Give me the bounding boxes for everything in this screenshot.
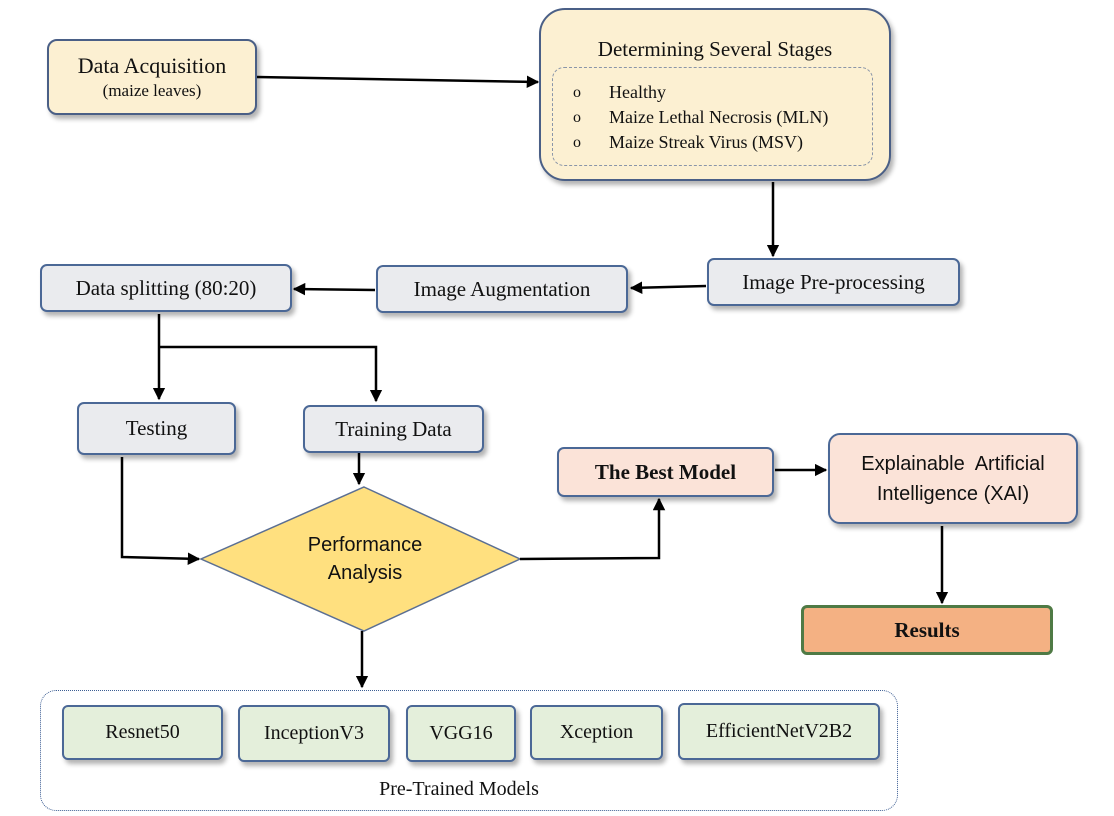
data-acquisition-title: Data Acquisition (77, 53, 227, 78)
performance-label: Performance Analysis (280, 531, 450, 587)
model-label: VGG16 (429, 722, 493, 744)
stages-title: Determining Several Stages (597, 37, 833, 61)
model-vgg16: VGG16 (406, 705, 516, 762)
testing-box: Testing (77, 402, 236, 455)
arrow-testing-to-performance (120, 457, 201, 565)
model-label: EfficientNetV2B2 (705, 720, 853, 742)
augmentation-label: Image Augmentation (413, 276, 591, 301)
arrow-augmentation-to-splitting (292, 282, 376, 296)
stage-item-mln: o Maize Lethal Necrosis (MLN) (573, 105, 872, 130)
performance-line-2: Analysis (327, 562, 403, 584)
xai-box: Explainable Artificial Intelligence (XAI… (828, 433, 1078, 524)
splitting-box: Data splitting (80:20) (40, 264, 292, 312)
data-acquisition-box: Data Acquisition (maize leaves) (47, 39, 257, 115)
performance-line-1: Performance (307, 534, 423, 556)
bullet-marker: o (573, 84, 581, 101)
stage-label: Maize Lethal Necrosis (MLN) (609, 107, 829, 127)
results-label: Results (894, 617, 960, 642)
xai-line-1: Explainable Artificial (861, 452, 1045, 475)
pretrained-models-group (40, 690, 898, 811)
pretrained-models-label: Pre-Trained Models (379, 778, 539, 800)
best-model-box: The Best Model (557, 447, 774, 497)
preprocessing-label: Image Pre-processing (742, 269, 925, 294)
performance-diamond (199, 486, 522, 632)
model-efficientnetv2b2: EfficientNetV2B2 (678, 703, 880, 760)
bullet-marker: o (573, 109, 581, 126)
best-model-label: The Best Model (594, 459, 737, 484)
xai-line-2: Intelligence (XAI) (876, 482, 1030, 505)
stage-item-healthy: o Healthy (573, 80, 872, 105)
arrow-acquisition-to-stages (256, 75, 540, 89)
data-acquisition-subtitle: (maize leaves) (102, 81, 202, 100)
arrow-performance-to-best-model (519, 497, 666, 561)
model-label: InceptionV3 (264, 722, 364, 744)
model-label: Xception (559, 721, 634, 743)
training-label: Training Data (335, 416, 452, 441)
arrow-preprocessing-to-augmentation (629, 281, 707, 294)
model-resnet50: Resnet50 (62, 705, 223, 760)
model-inceptionv3: InceptionV3 (238, 705, 390, 762)
model-label: Resnet50 (105, 721, 180, 743)
stage-label: Healthy (609, 82, 666, 102)
results-box: Results (801, 605, 1053, 655)
stages-box: Determining Several Stages (539, 8, 891, 181)
splitting-label: Data splitting (80:20) (75, 275, 257, 300)
preprocessing-box: Image Pre-processing (707, 258, 960, 306)
stage-label: Maize Streak Virus (MSV) (609, 132, 804, 152)
stage-item-msv: o Maize Streak Virus (MSV) (573, 130, 872, 155)
training-box: Training Data (303, 405, 484, 453)
stages-list: o Healthy o Maize Lethal Necrosis (MLN) … (552, 67, 873, 166)
arrow-splitting-to-training (159, 345, 383, 403)
bullet-marker: o (573, 134, 581, 151)
augmentation-box: Image Augmentation (376, 265, 628, 313)
testing-label: Testing (125, 416, 188, 440)
model-xception: Xception (530, 705, 663, 760)
